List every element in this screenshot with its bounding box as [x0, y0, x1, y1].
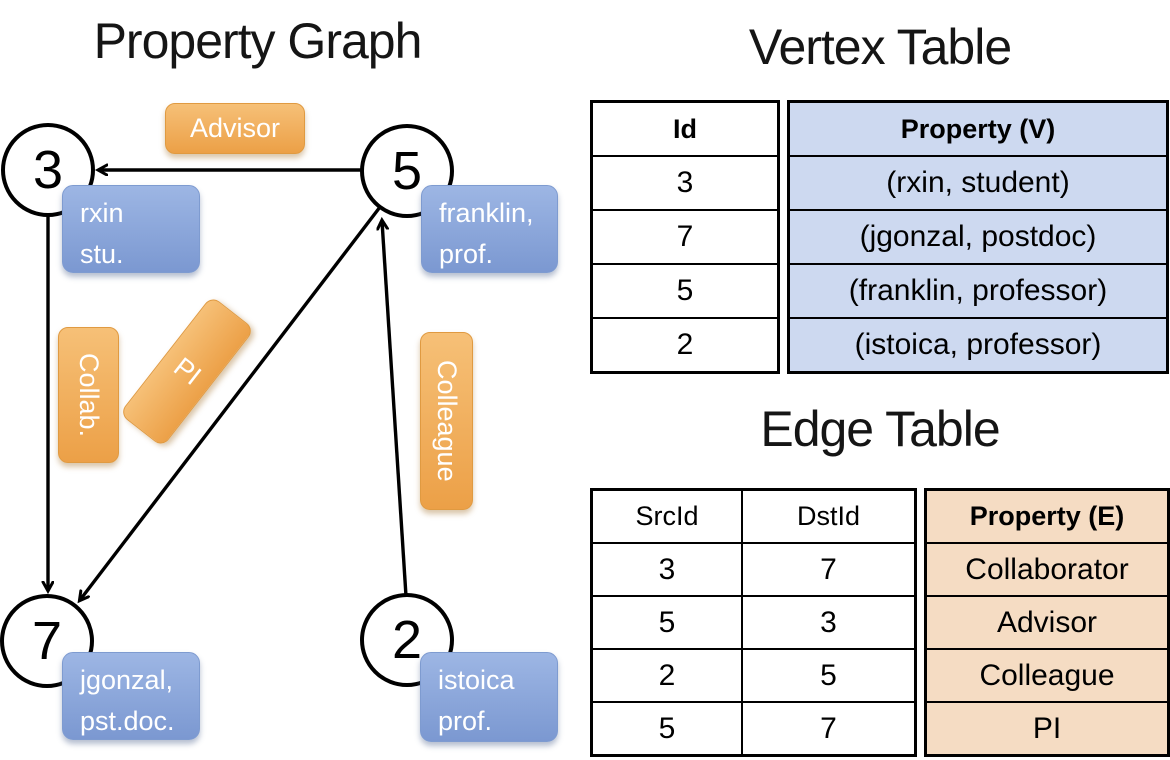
edge-table-row: 5 3 — [593, 595, 914, 648]
vertex-property-line: rxin — [80, 198, 124, 228]
vertex-table-cell-id: 7 — [593, 209, 777, 263]
edge-table-header-srcid: SrcId — [635, 501, 699, 531]
vertex-property-line: prof. — [439, 238, 494, 269]
edge-table-cell-dstid: 3 — [741, 597, 914, 648]
graph-node-5: 5 — [360, 124, 454, 218]
vertex-table-cell-property: (rxin, student) — [790, 155, 1166, 209]
edge-label-text: Colleague — [432, 360, 462, 482]
vertex-property-line: pst.doc. — [80, 705, 175, 736]
edge-table-header-property: Property (E) — [927, 491, 1167, 542]
vertex-property-line: franklin, — [439, 198, 534, 228]
edge-arrow-pi — [80, 205, 382, 600]
edge-label-collab: Collab. — [58, 327, 119, 463]
vertex-table-cell-property: (franklin, professor) — [790, 263, 1166, 317]
vertex-property-box-3: rxin stu. — [62, 185, 200, 273]
vertex-table-cell-id: 3 — [593, 155, 777, 209]
vertex-table-cell-id: 5 — [593, 263, 777, 317]
vertex-table-id-column: Id 3 7 5 2 — [590, 100, 780, 374]
vertex-property-box-7: jgonzal, pst.doc. — [62, 652, 200, 740]
property-graph-title: Property Graph — [93, 13, 423, 69]
vertex-property-line: istoica — [438, 665, 515, 695]
edge-table-title: Edge Table — [760, 401, 1000, 457]
edge-table-cell-srcid: 2 — [658, 658, 676, 692]
graph-edges-layer — [0, 0, 408, 760]
vertex-property-box-2: istoica prof. — [420, 652, 558, 742]
edge-arrow-colleague — [382, 221, 408, 597]
node-id-label: 5 — [391, 141, 423, 201]
vertex-table-cell-id: 2 — [593, 317, 777, 371]
vertex-table: Id 3 7 5 2 Property (V) (rxin, student) … — [590, 100, 1169, 374]
edge-table-row: 2 5 — [593, 648, 914, 701]
vertex-property-line: stu. — [80, 238, 124, 269]
node-id-label: 3 — [32, 140, 64, 200]
edge-table-cell-property: Advisor — [927, 595, 1167, 648]
vertex-table-title: Vertex Table — [748, 19, 1012, 75]
node-id-label: 2 — [391, 610, 423, 670]
vertex-property-box-5: franklin, prof. — [421, 185, 558, 273]
edge-table-cell-property: Colleague — [927, 648, 1167, 701]
edge-label-advisor: Advisor — [165, 103, 305, 154]
edge-table-cell-property: Collaborator — [927, 542, 1167, 595]
vertex-property-line: prof. — [438, 705, 493, 736]
edge-table-cell-srcid: 3 — [658, 552, 676, 586]
edge-label-text: Advisor — [189, 113, 281, 143]
edge-table-header-row: SrcId DstId — [593, 491, 914, 542]
edge-table-cell-srcid: 5 — [658, 711, 676, 745]
edge-label-colleague: Colleague — [420, 332, 473, 510]
edge-table: SrcId DstId 3 7 5 3 2 5 5 7 Property (E)… — [590, 488, 1170, 757]
vertex-property-line: jgonzal, — [80, 665, 174, 695]
vertex-table-header-property: Property (V) — [790, 103, 1166, 155]
edge-table-cell-dstid: 5 — [741, 650, 914, 701]
edge-table-id-columns: SrcId DstId 3 7 5 3 2 5 5 7 — [590, 488, 917, 757]
edge-label-text: Collab. — [74, 352, 104, 438]
edge-table-cell-dstid: 7 — [741, 544, 914, 595]
edge-table-header-dstid: DstId — [741, 491, 914, 542]
edge-table-cell-srcid: 5 — [658, 605, 676, 639]
vertex-table-property-column: Property (V) (rxin, student) (jgonzal, p… — [787, 100, 1169, 374]
edge-label-text: PI — [168, 351, 207, 391]
vertex-table-cell-property: (istoica, professor) — [790, 317, 1166, 371]
vertex-table-cell-property: (jgonzal, postdoc) — [790, 209, 1166, 263]
edge-table-cell-dstid: 7 — [741, 703, 914, 754]
edge-table-row: 5 7 — [593, 701, 914, 754]
edge-table-cell-property: PI — [927, 701, 1167, 754]
graph-node-2: 2 — [360, 593, 454, 687]
edge-table-property-column: Property (E) Collaborator Advisor Collea… — [924, 488, 1170, 757]
vertex-table-header-id: Id — [673, 113, 697, 144]
edge-table-row: 3 7 — [593, 542, 914, 595]
node-id-label: 7 — [31, 611, 63, 671]
